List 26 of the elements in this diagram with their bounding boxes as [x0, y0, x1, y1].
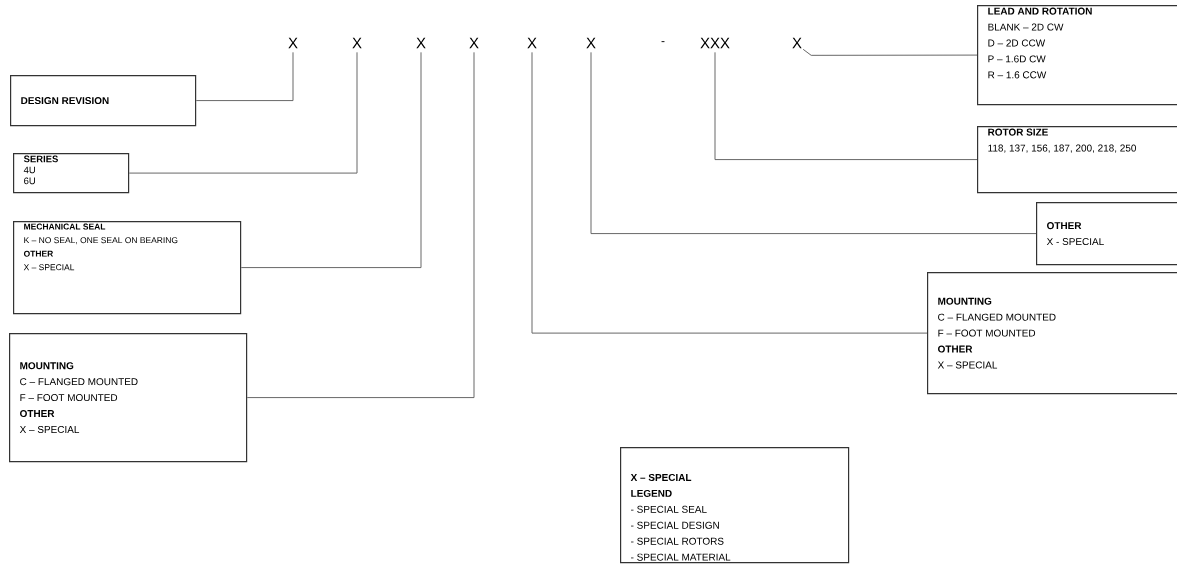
leader-line: [590, 51, 1037, 235]
separator-dash: -: [661, 41, 665, 43]
leader-line: [246, 51, 475, 399]
code-letter: XXX: [700, 37, 730, 49]
code-letter: X: [792, 37, 802, 49]
code-letter: X: [527, 37, 537, 49]
leader-line: [531, 51, 928, 334]
leader-line: [802, 48, 978, 56]
option-box: OTHER X - SPECIAL: [1036, 202, 1177, 266]
option-box: SERIES 4U 6U: [13, 153, 130, 194]
leader-line: [195, 51, 294, 102]
code-letter: X: [469, 37, 479, 49]
leader-line: [128, 51, 358, 174]
option-box: X – SPECIAL LEGEND - SPECIAL SEAL - SPECIAL DESIGN - SPECIAL ROTORS - SPECIAL MATERIAL: [620, 447, 850, 564]
code-letter: X: [288, 37, 298, 49]
option-box: LEAD AND ROTATION BLANK – 2D CW D – 2D CCW P – 1.6D CW R – 1.6 CCW: [977, 5, 1177, 106]
code-letter: X: [352, 37, 362, 49]
option-box: ROTOR SIZE 118, 137, 156, 187, 200, 218, 250: [977, 126, 1177, 194]
option-box: DESIGN REVISION: [10, 75, 197, 127]
leader-line: [714, 51, 978, 161]
option-box: MOUNTING C – FLANGED MOUNTED F – FOOT MOUNTED OTHER X – SPECIAL: [9, 333, 248, 463]
code-letter: X: [586, 37, 596, 49]
option-box: MOUNTING C – FLANGED MOUNTED F – FOOT MOUNTED OTHER X – SPECIAL: [927, 272, 1177, 395]
code-letter: X: [416, 37, 426, 49]
leader-line: [240, 51, 422, 269]
option-box: MECHANICAL SEAL K – NO SEAL, ONE SEAL ON BEARING OTHER X – SPECIAL: [13, 221, 242, 315]
